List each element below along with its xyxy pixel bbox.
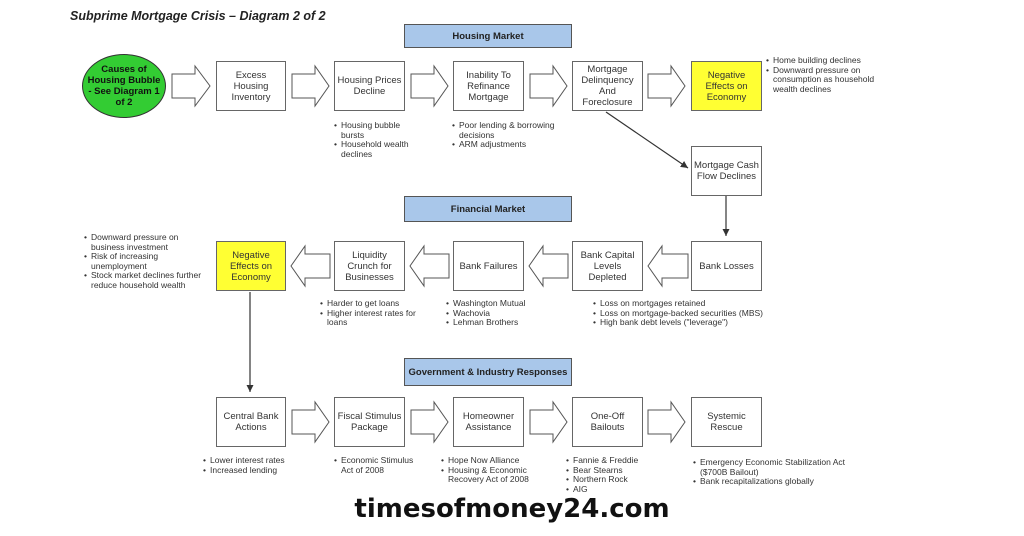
note-item: Bear Stearns — [566, 465, 666, 476]
systemic-rescue-box: Systemic Rescue — [691, 397, 762, 447]
note-item: Increased lending — [203, 465, 313, 476]
homeowner-assistance-box: Homeowner Assistance — [453, 397, 524, 447]
note-item: Loss on mortgages retained — [593, 298, 813, 309]
note-item: Housing & Economic Recovery Act of 2008 — [441, 465, 559, 485]
note-item: ARM adjustments — [452, 140, 562, 150]
note-item: Poor lending & borrowing decisions — [452, 120, 562, 140]
block-arrow-right — [529, 400, 568, 444]
inability-refinance-box: Inability To Refinance Mortgage — [453, 61, 524, 111]
one-off-bailouts-box: One-Off Bailouts — [572, 397, 643, 447]
note-item: Downward pressure on consumption as hous… — [766, 65, 876, 95]
note-item: Northern Rock — [566, 475, 666, 485]
delinquency-foreclosure-box: Mortgage Delinquency And Foreclosure — [572, 61, 643, 111]
note-item: Higher interest rates for loans — [320, 308, 430, 328]
note-item: Fannie & Freddie — [566, 455, 666, 466]
negative-effects-mid-box: Negative Effects on Economy — [216, 241, 286, 291]
note-item: Loss on mortgage-backed securities (MBS) — [593, 308, 813, 319]
block-arrow-right — [291, 400, 330, 444]
bank-failures-box: Bank Failures — [453, 241, 524, 291]
note-negative-top: Home building declines Downward pressure… — [766, 55, 876, 95]
block-arrow-left — [409, 244, 450, 288]
negative-effects-top-box: Negative Effects on Economy — [691, 61, 762, 111]
header-government-responses: Government & Industry Responses — [404, 358, 572, 386]
central-bank-actions-box: Central Bank Actions — [216, 397, 286, 447]
note-item: Housing bubble bursts — [334, 120, 424, 140]
note-item: Lower interest rates — [203, 455, 313, 466]
note-item: Lehman Brothers — [446, 318, 556, 328]
bank-capital-depleted-box: Bank Capital Levels Depleted — [572, 241, 643, 291]
note-item: Bank recapitalizations globally — [693, 477, 858, 487]
note-item: Household wealth declines — [334, 139, 424, 159]
note-item: Downward pressure on business investment — [84, 232, 212, 252]
block-arrow-right — [171, 64, 211, 108]
header-housing-market: Housing Market — [404, 24, 572, 48]
arrow-delinquency-to-cashflow — [605, 111, 689, 169]
diagram-title: Subprime Mortgage Crisis – Diagram 2 of … — [70, 9, 326, 23]
note-item: Washington Mutual — [446, 298, 556, 309]
block-arrow-right — [647, 64, 686, 108]
block-arrow-right — [410, 400, 449, 444]
note-item: Risk of increasing unemployment — [84, 251, 212, 271]
block-arrow-right — [410, 64, 449, 108]
liquidity-crunch-box: Liquidity Crunch for Businesses — [334, 241, 405, 291]
note-item: Home building declines — [766, 55, 876, 66]
block-arrow-right — [529, 64, 568, 108]
site-watermark: timesofmoney24.com — [354, 494, 670, 524]
block-arrow-left — [647, 244, 689, 288]
cash-flow-declines-box: Mortgage Cash Flow Declines — [691, 146, 762, 196]
note-item: Economic Stimulus Act of 2008 — [334, 455, 424, 475]
note-item: Wachovia — [446, 308, 556, 319]
note-central: Lower interest rates Increased lending — [203, 455, 313, 476]
block-arrow-left — [290, 244, 331, 288]
note-item: High bank debt levels ("leverage") — [593, 318, 813, 328]
note-failures: Washington Mutual Wachovia Lehman Brothe… — [446, 298, 556, 328]
note-fiscal: Economic Stimulus Act of 2008 — [334, 455, 424, 475]
note-capital: Loss on mortgages retained Loss on mortg… — [593, 298, 813, 328]
note-systemic: Emergency Economic Stabilization Act ($7… — [693, 457, 858, 487]
note-negative-mid: Downward pressure on business investment… — [84, 232, 212, 291]
excess-inventory-box: Excess Housing Inventory — [216, 61, 286, 111]
block-arrow-left — [528, 244, 569, 288]
note-item: Hope Now Alliance — [441, 455, 559, 466]
note-item: Emergency Economic Stabilization Act ($7… — [693, 457, 858, 477]
note-item: Harder to get loans — [320, 298, 430, 309]
causes-circle: Causes of Housing Bubble - See Diagram 1… — [82, 54, 166, 118]
block-arrow-right — [291, 64, 330, 108]
note-liquidity: Harder to get loans Higher interest rate… — [320, 298, 430, 328]
block-arrow-right — [647, 400, 686, 444]
bank-losses-box: Bank Losses — [691, 241, 762, 291]
header-financial-market: Financial Market — [404, 196, 572, 222]
note-inability: Poor lending & borrowing decisions ARM a… — [452, 120, 562, 150]
prices-decline-box: Housing Prices Decline — [334, 61, 405, 111]
note-oneoff: Fannie & Freddie Bear Stearns Northern R… — [566, 455, 666, 495]
note-prices: Housing bubble bursts Household wealth d… — [334, 120, 424, 159]
fiscal-stimulus-box: Fiscal Stimulus Package — [334, 397, 405, 447]
note-item: AIG — [566, 484, 666, 495]
note-item: Stock market declines further reduce hou… — [84, 271, 212, 290]
note-homeowner: Hope Now Alliance Housing & Economic Rec… — [441, 455, 559, 485]
